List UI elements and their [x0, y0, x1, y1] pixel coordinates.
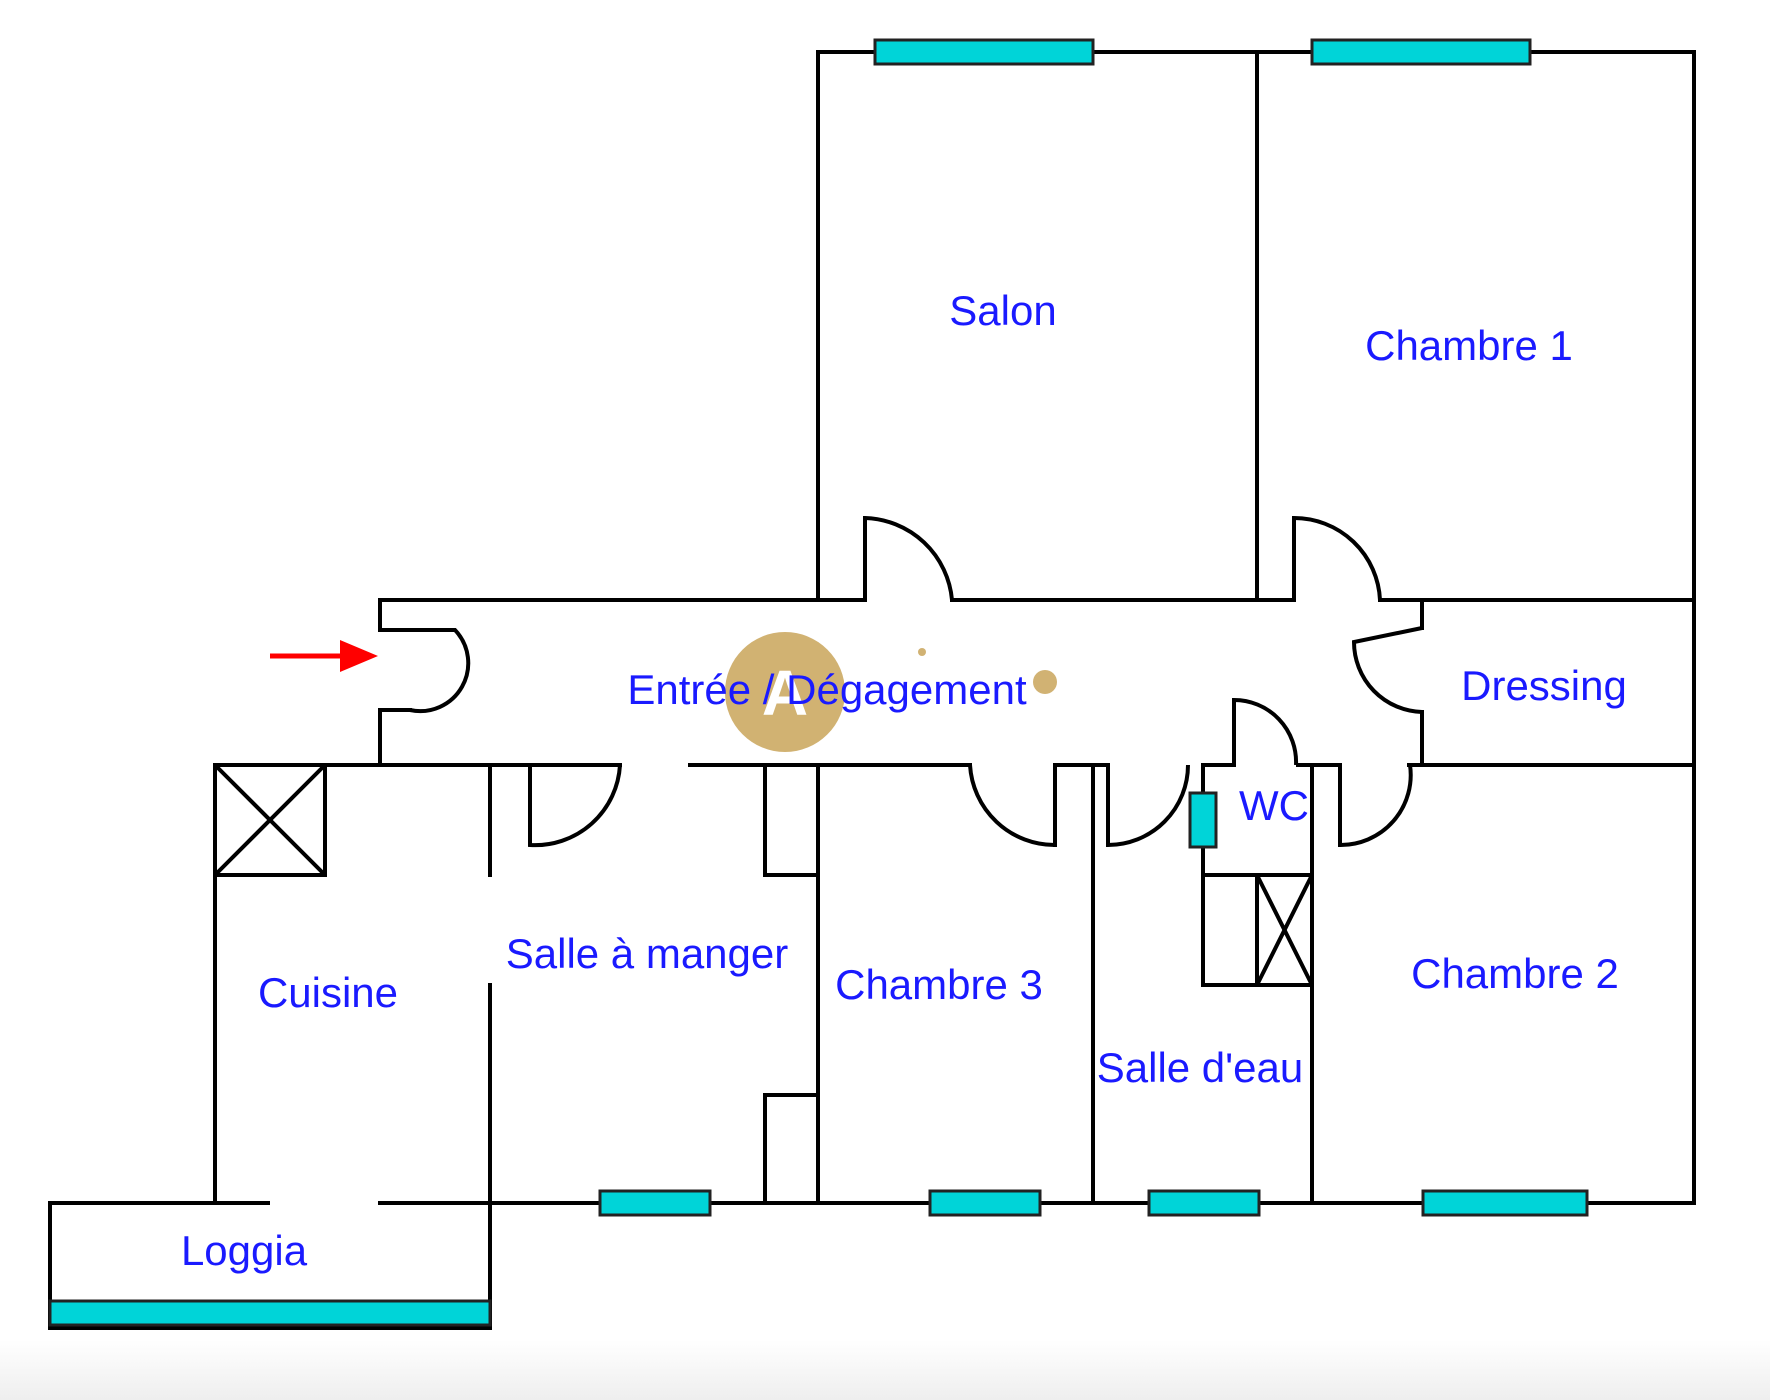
wall-entrance-lower: [378, 708, 412, 767]
wall-loggia: [48, 1201, 492, 1330]
door-entrance: [409, 628, 471, 714]
wall-sam-right-upper: [763, 763, 820, 877]
door-salle-a-manger: [528, 764, 622, 848]
wall-sam-right-lower: [763, 1093, 820, 1205]
svg-text:A: A: [762, 657, 808, 729]
label-chambre1: Chambre 1: [1365, 322, 1573, 369]
window-salle-eau: [1147, 1189, 1261, 1217]
door-chambre3: [968, 764, 1057, 848]
window-chambre2: [1421, 1189, 1589, 1217]
duct-kitchen: [213, 763, 327, 877]
label-dressing: Dressing: [1461, 662, 1627, 709]
doors: [409, 515, 1423, 848]
door-dressing: [1351, 626, 1423, 714]
door-chambre2: [1338, 764, 1413, 848]
window-chambre1: [1310, 38, 1532, 66]
label-salon: Salon: [949, 287, 1056, 334]
bottom-shade: [0, 1340, 1770, 1400]
window-loggia: [48, 1299, 492, 1327]
label-chambre2: Chambre 2: [1411, 950, 1619, 997]
door-salle-eau: [1106, 764, 1190, 848]
label-entree: Entrée / Dégagement: [627, 666, 1027, 713]
window-salle-a-manger: [598, 1189, 712, 1217]
window-wc: [1188, 791, 1218, 849]
label-loggia: Loggia: [181, 1227, 308, 1274]
entrance-arrow-icon: [270, 640, 378, 672]
duct-wc: [1255, 873, 1314, 987]
wall-top: [816, 50, 1696, 1205]
window-salon: [873, 38, 1095, 66]
room-labels: Salon Chambre 1 Entrée / Dégagement Dres…: [181, 287, 1627, 1274]
label-salle-deau: Salle d'eau: [1097, 1044, 1304, 1091]
door-wc: [1232, 697, 1299, 766]
door-chambre1: [1292, 515, 1382, 601]
wall-entrance-upper: [378, 598, 412, 632]
label-wc: WC: [1239, 782, 1309, 829]
label-chambre3: Chambre 3: [835, 961, 1043, 1008]
label-cuisine: Cuisine: [258, 969, 398, 1016]
window-chambre3: [928, 1189, 1042, 1217]
logo-watermark: A: [725, 632, 1057, 752]
door-salon: [863, 515, 954, 601]
windows: [48, 38, 1589, 1327]
label-salle-a-manger: Salle à manger: [506, 930, 789, 977]
